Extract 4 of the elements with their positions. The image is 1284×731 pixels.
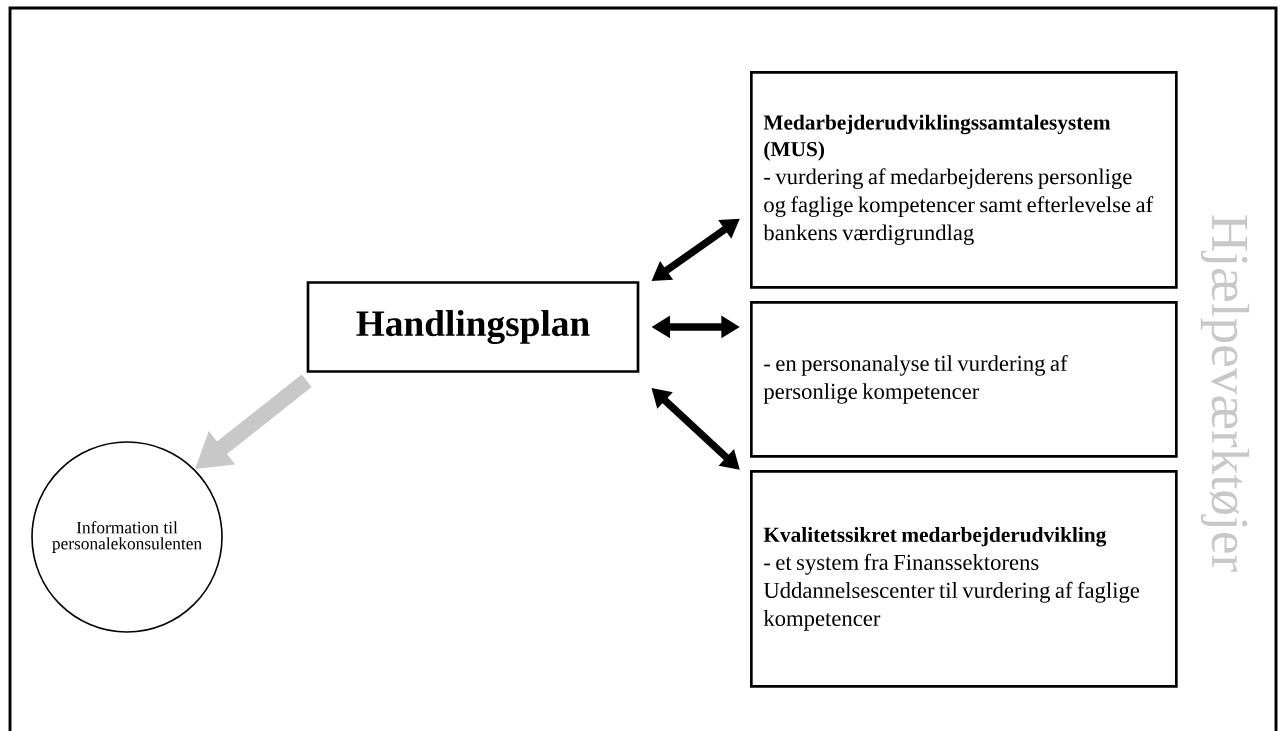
- plan-box: Handlingsplan: [306, 281, 640, 373]
- tool-box: Medarbejderudviklingssamtalesystem (MUS) - vurdering af medarbejderens personlige og faglige kompetencer samt efterlevelse af bankens værdigrundlag: [750, 71, 1178, 289]
- tool-box: - en personanalyse til vurdering af personlige kompetencer: [750, 301, 1178, 458]
- tool-box: Kvalitetssikret medarbejderudvikling - et system fra Finanssektorens Uddannelsescenter til vurdering af faglige kompetencer: [750, 470, 1178, 688]
